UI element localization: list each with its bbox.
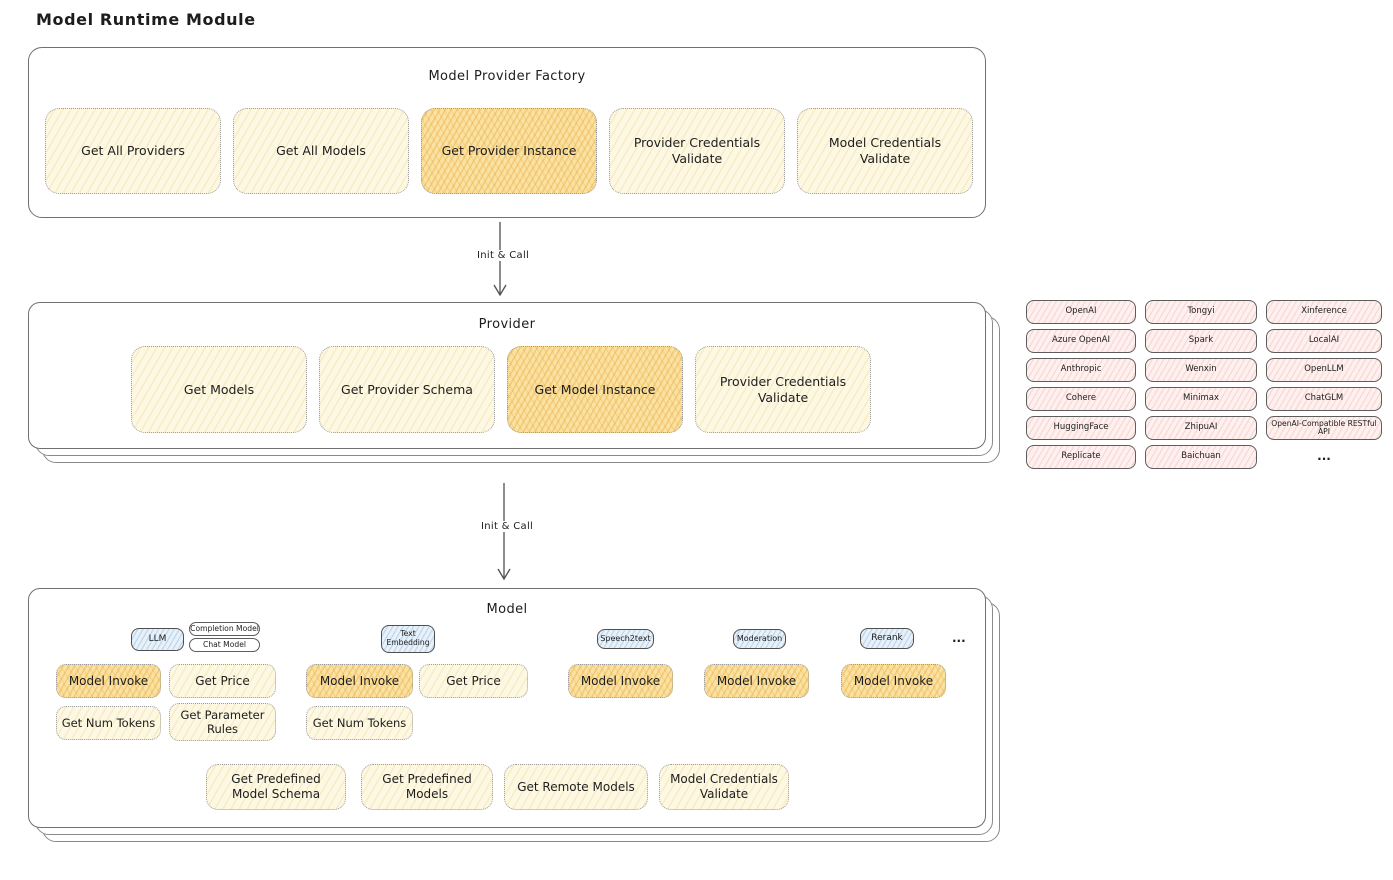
op-get-predefined-models: Get Predefined Models (361, 764, 493, 810)
factory-op-provider-credentials-validate: Provider Credentials Validate (609, 108, 785, 194)
moderation-op-model-invoke: Model Invoke (704, 664, 809, 698)
embedding-op-get-num-tokens: Get Num Tokens (306, 706, 413, 740)
provider-pill-baichuan: Baichuan (1145, 445, 1257, 469)
provider-pill-anthropic: Anthropic (1026, 358, 1136, 382)
badge-llm: LLM (131, 628, 184, 651)
provider-pill-openai: OpenAI (1026, 300, 1136, 324)
provider-pill-cohere: Cohere (1026, 387, 1136, 411)
provider-pill-chatglm: ChatGLM (1266, 387, 1382, 411)
provider-op-provider-credentials-validate: Provider Credentials Validate (695, 346, 871, 433)
factory-op-get-all-providers: Get All Providers (45, 108, 221, 194)
provider-pill-localai: LocalAI (1266, 329, 1382, 353)
op-get-predefined-model-schema: Get Predefined Model Schema (206, 764, 346, 810)
badge-moderation: Moderation (733, 629, 786, 649)
provider-pill-xinference: Xinference (1266, 300, 1382, 324)
provider-title: Provider (478, 317, 536, 332)
llm-op-model-invoke: Model Invoke (56, 664, 161, 698)
provider-pill-wenxin: Wenxin (1145, 358, 1257, 382)
provider-pill-spark: Spark (1145, 329, 1257, 353)
model-types-ellipsis: ... (952, 631, 966, 645)
embedding-op-model-invoke: Model Invoke (306, 664, 413, 698)
factory-op-model-credentials-validate: Model Credentials Validate (797, 108, 973, 194)
arrow-label-init-call-2: Init & Call (477, 521, 538, 532)
arrow-label-init-call-1: Init & Call (473, 250, 534, 261)
op-model-credentials-validate: Model Credentials Validate (659, 764, 789, 810)
badge-completion-model: Completion Model (189, 622, 260, 636)
llm-op-get-price: Get Price (169, 664, 276, 698)
op-get-remote-models: Get Remote Models (504, 764, 648, 810)
speech2text-op-model-invoke: Model Invoke (568, 664, 673, 698)
provider-pill-azure-openai: Azure OpenAI (1026, 329, 1136, 353)
factory-ops-row: Get All Providers Get All Models Get Pro… (45, 108, 973, 194)
factory-op-get-provider-instance: Get Provider Instance (421, 108, 597, 194)
diagram-title: Model Runtime Module (36, 10, 256, 29)
provider-op-get-models: Get Models (131, 346, 307, 433)
badge-text-embedding: Text Embedding (381, 625, 435, 653)
factory-title: Model Provider Factory (428, 69, 586, 84)
model-title: Model (486, 602, 528, 617)
llm-op-get-parameter-rules: Get Parameter Rules (169, 703, 276, 741)
badge-speech2text: Speech2text (597, 629, 654, 649)
model-container: Model LLM Completion Model Chat Model Te… (28, 588, 986, 828)
provider-op-get-model-instance: Get Model Instance (507, 346, 683, 433)
provider-ops-row: Get Models Get Provider Schema Get Model… (131, 346, 871, 433)
provider-pill-zhipuai: ZhipuAI (1145, 416, 1257, 440)
provider-pill-replicate: Replicate (1026, 445, 1136, 469)
providers-list: OpenAI Tongyi Xinference Azure OpenAI Sp… (1026, 300, 1382, 469)
arrow-provider-to-model (497, 483, 511, 581)
embedding-op-get-price: Get Price (419, 664, 528, 698)
providers-ellipsis: ... (1317, 449, 1331, 464)
badge-rerank: Rerank (860, 628, 914, 649)
provider-pill-huggingface: HuggingFace (1026, 416, 1136, 440)
provider-pill-openllm: OpenLLM (1266, 358, 1382, 382)
badge-chat-model: Chat Model (189, 638, 260, 652)
provider-container: Provider Get Models Get Provider Schema … (28, 302, 986, 449)
factory-container: Model Provider Factory Get All Providers… (28, 47, 986, 218)
rerank-op-model-invoke: Model Invoke (841, 664, 946, 698)
factory-op-get-all-models: Get All Models (233, 108, 409, 194)
provider-pill-tongyi: Tongyi (1145, 300, 1257, 324)
provider-pill-minimax: Minimax (1145, 387, 1257, 411)
provider-pill-openai-compatible-restful-api: OpenAI-Compatible RESTful API (1266, 416, 1382, 440)
provider-op-get-provider-schema: Get Provider Schema (319, 346, 495, 433)
llm-op-get-num-tokens: Get Num Tokens (56, 706, 161, 740)
